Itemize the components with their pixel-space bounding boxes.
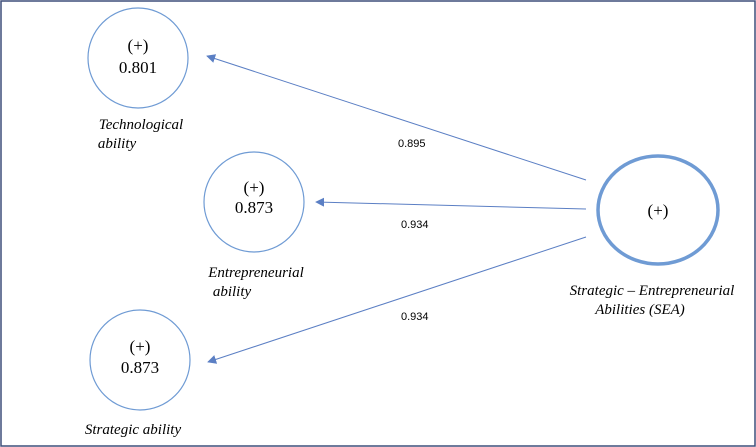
edge-label-strategic: 0.934 <box>401 311 429 323</box>
node-entrepreneurial-circle <box>203 151 305 253</box>
node-technological-sign: (+) <box>128 36 149 55</box>
node-strategic-value: 0.873 <box>121 358 159 377</box>
node-entrepreneurial: (+) 0.873 Entrepreneurial ability <box>203 151 305 300</box>
node-entrepreneurial-label-line1: Entrepreneurial <box>207 265 304 281</box>
node-entrepreneurial-sign: (+) <box>244 178 265 197</box>
node-technological: (+) 0.801 Technological ability <box>87 7 189 152</box>
node-technological-label-line2: ability <box>98 136 137 152</box>
node-strategic-label-line1: Strategic ability <box>85 422 182 438</box>
edge-label-technological: 0.895 <box>398 138 426 150</box>
node-entrepreneurial-label-line2: ability <box>213 284 252 300</box>
node-strategic: (+) 0.873 Strategic ability <box>85 309 191 438</box>
node-strategic-sign: (+) <box>130 337 151 356</box>
edge-label-entrepreneurial: 0.934 <box>401 219 429 231</box>
node-technological-circle <box>87 7 189 109</box>
edge-sea-to-entrepreneurial <box>315 197 587 210</box>
node-entrepreneurial-value: 0.873 <box>235 198 273 217</box>
node-sea-label-line2: Abilities (SEA) <box>594 302 685 318</box>
node-strategic-circle <box>89 309 191 411</box>
edge-sea-to-strategic <box>207 236 587 364</box>
node-technological-value: 0.801 <box>119 58 157 77</box>
node-technological-label-line1: Technological <box>99 117 183 133</box>
node-sea: (+) Strategic – Entrepreneurial Abilitie… <box>570 154 735 318</box>
node-sea-label-line1: Strategic – Entrepreneurial <box>570 283 735 299</box>
node-sea-ellipse <box>596 154 720 266</box>
node-sea-sign: (+) <box>648 201 669 220</box>
edge-sea-to-technological <box>206 54 587 181</box>
